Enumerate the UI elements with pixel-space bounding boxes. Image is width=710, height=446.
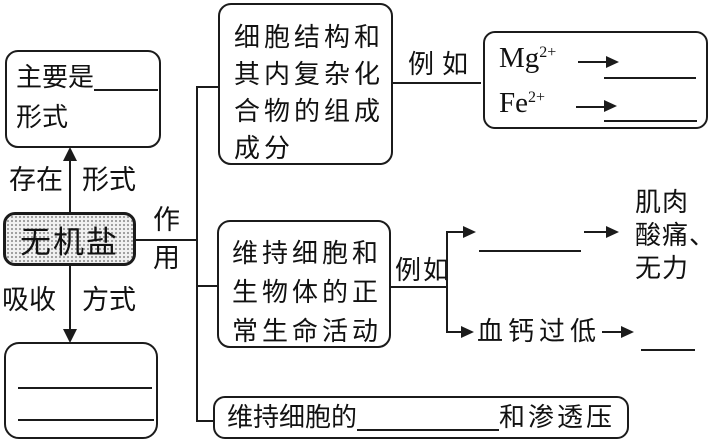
connector-line [136, 239, 197, 241]
arrow-right-icon [461, 326, 474, 338]
ion-symbol: Fe [499, 87, 528, 119]
example-connector-1 [393, 82, 481, 84]
connector-line [69, 159, 71, 213]
existence-box-text: 主要是 [16, 63, 95, 92]
example-connector-2 [391, 286, 448, 288]
function-bracket [196, 86, 198, 422]
blank-line [604, 120, 697, 122]
blank-line [18, 419, 154, 421]
arrow-right-icon [463, 226, 476, 238]
arrow-up-icon [63, 147, 77, 161]
symptom-line: 无力 [635, 254, 690, 283]
existence-label: 存在 [9, 165, 63, 195]
arrow-right-icon [584, 231, 608, 233]
arrow-right-icon [602, 331, 623, 333]
function1-line: 合物的组成 [234, 97, 385, 126]
connector-line [69, 266, 71, 330]
arrow-right-icon [576, 106, 606, 108]
blank-line [641, 349, 695, 351]
connector-line [198, 285, 218, 287]
function2-line: 常生命活动 [232, 317, 383, 346]
function3-prefix: 维持细胞的 [227, 403, 358, 432]
blank-line [94, 67, 159, 91]
arrow-right-icon [448, 231, 465, 233]
arrow-right-icon [578, 61, 608, 63]
blank-line [479, 250, 581, 252]
role-label-top: 作 [153, 205, 180, 235]
method-label: 方式 [82, 285, 136, 315]
example-label-1: 例如 [408, 50, 477, 79]
arrow-right-icon [606, 226, 619, 238]
center-node: 无机盐 [3, 212, 136, 266]
connector-line [198, 86, 219, 88]
function1-line: 其内复杂化 [234, 60, 385, 89]
arrow-right-icon [448, 331, 463, 333]
ion-charge: 2+ [539, 44, 557, 61]
function2-line: 生物体的正 [232, 278, 383, 307]
function-box-3: 维持细胞的 和渗透压 [213, 396, 629, 439]
example-bracket [446, 231, 448, 333]
arrow-down-icon [63, 329, 77, 343]
function-box-2: 维持细胞和 生物体的正 常生命活动 [217, 220, 391, 348]
low-blood-calcium-label: 血钙过低 [477, 317, 602, 346]
function1-line: 细胞结构和 [234, 23, 385, 52]
ion-symbol: Mg [499, 42, 540, 74]
existence-box-text-line2: 形式 [16, 103, 69, 132]
role-label-bottom: 用 [153, 243, 180, 273]
symptom-text: 肌肉 酸痛、 无力 [635, 186, 710, 285]
absorption-box [4, 342, 158, 439]
center-node-label: 无机盐 [20, 224, 119, 260]
function1-line: 成分 [234, 134, 295, 163]
blank-line [357, 407, 500, 431]
function3-suffix: 和渗透压 [499, 403, 616, 432]
ion-box: Mg2+ Fe2+ [483, 31, 708, 129]
symptom-line: 肌肉 [635, 188, 690, 217]
ion-charge: 2+ [528, 89, 546, 106]
form-label: 形式 [82, 165, 136, 195]
connector-line [198, 420, 214, 422]
arrow-right-icon [604, 100, 617, 112]
arrow-right-icon [621, 326, 634, 338]
blank-line [18, 387, 152, 389]
absorption-label: 吸收 [2, 285, 56, 315]
function-box-1: 细胞结构和 其内复杂化 合物的组成 成分 [218, 3, 393, 165]
arrow-right-icon [606, 56, 619, 68]
existence-form-box: 主要是 形式 [5, 50, 161, 148]
blank-line [604, 77, 696, 79]
example-label-2: 例如 [395, 256, 452, 285]
symptom-line: 酸痛、 [635, 221, 710, 250]
function2-line: 维持细胞和 [232, 239, 383, 268]
